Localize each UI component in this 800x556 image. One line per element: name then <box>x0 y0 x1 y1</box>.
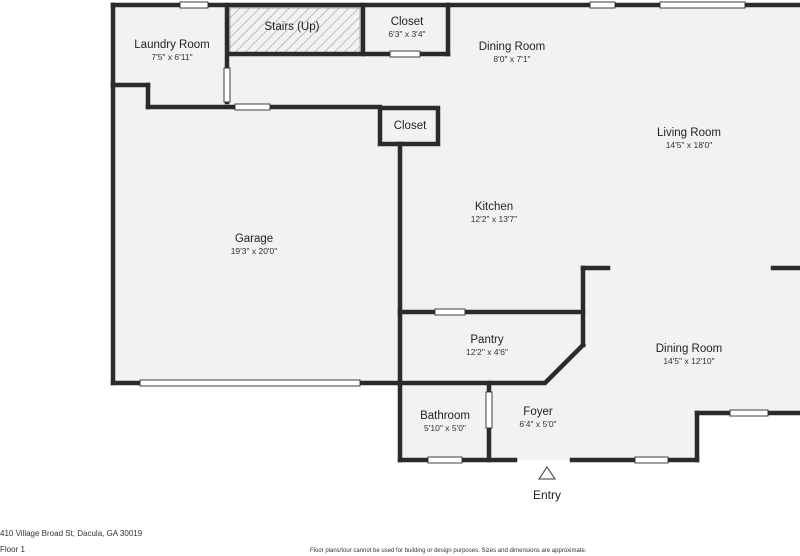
disclaimer-text: Floor plans/tour cannot be used for buil… <box>310 548 587 554</box>
window <box>729 409 769 417</box>
room-dimensions: 7'5" x 6'11" <box>151 52 192 62</box>
room-garage: Garage 19'3" x 20'0" <box>231 233 278 256</box>
room-dimensions: 6'3" x 3'4" <box>388 29 425 39</box>
room-name: Closet <box>394 120 427 132</box>
room-name: Dining Room <box>479 41 545 53</box>
room-closet-small: Closet <box>394 120 427 132</box>
window <box>179 1 209 9</box>
floor-label: Floor 1 <box>0 545 25 554</box>
room-pantry: Pantry 12'2" x 4'6" <box>466 334 508 357</box>
entry-marker: Entry <box>533 466 561 502</box>
room-name: Bathroom <box>420 410 470 422</box>
window <box>659 1 746 9</box>
room-foyer: Foyer 6'4" x 5'0" <box>519 406 556 429</box>
room-labels: Laundry Room 7'5" x 6'11" Stairs (Up) Cl… <box>134 16 722 433</box>
room-name: Kitchen <box>475 201 513 213</box>
room-dimensions: 8'0" x 7'1" <box>493 54 530 64</box>
window <box>139 379 361 387</box>
room-kitchen: Kitchen 12'2" x 13'7" <box>471 201 518 224</box>
room-name: Dining Room <box>656 343 722 355</box>
room-living: Living Room 14'5" x 18'0" <box>657 127 721 150</box>
walls <box>110 2 800 463</box>
room-name: Laundry Room <box>134 39 209 51</box>
address-text: 410 Village Broad St, Dacula, GA 30019 <box>0 529 143 538</box>
window <box>589 1 616 9</box>
room-bathroom: Bathroom 5'10" x 5'0" <box>420 410 470 433</box>
room-name: Pantry <box>470 334 503 346</box>
window <box>223 67 231 103</box>
room-name: Foyer <box>523 406 553 418</box>
room-name: Garage <box>235 233 273 245</box>
room-dimensions: 5'10" x 5'0" <box>424 423 466 433</box>
room-closet-upper: Closet 6'3" x 3'4" <box>388 16 425 39</box>
room-dimensions: 19'3" x 20'0" <box>231 246 278 256</box>
window <box>634 456 669 464</box>
room-stairs: Stairs (Up) <box>265 21 320 33</box>
room-dining-upper: Dining Room 8'0" x 7'1" <box>479 41 545 64</box>
room-dimensions: 12'2" x 4'6" <box>466 347 508 357</box>
window <box>485 391 493 429</box>
room-dimensions: 14'5" x 12'10" <box>663 356 714 366</box>
room-dimensions: 12'2" x 13'7" <box>471 214 518 224</box>
room-dining-lower: Dining Room 14'5" x 12'10" <box>656 343 722 366</box>
entry-label: Entry <box>533 488 561 502</box>
room-name: Stairs (Up) <box>265 21 320 33</box>
window <box>234 103 271 111</box>
windows <box>139 1 769 464</box>
entry-arrow-icon <box>538 466 556 480</box>
window <box>434 308 466 316</box>
room-dimensions: 6'4" x 5'0" <box>519 419 556 429</box>
room-name: Living Room <box>657 127 721 139</box>
window <box>389 50 421 58</box>
room-dimensions: 14'5" x 18'0" <box>666 140 713 150</box>
floor-fill <box>113 5 800 460</box>
room-name: Closet <box>391 16 424 28</box>
window <box>427 456 463 464</box>
room-laundry: Laundry Room 7'5" x 6'11" <box>134 39 209 62</box>
